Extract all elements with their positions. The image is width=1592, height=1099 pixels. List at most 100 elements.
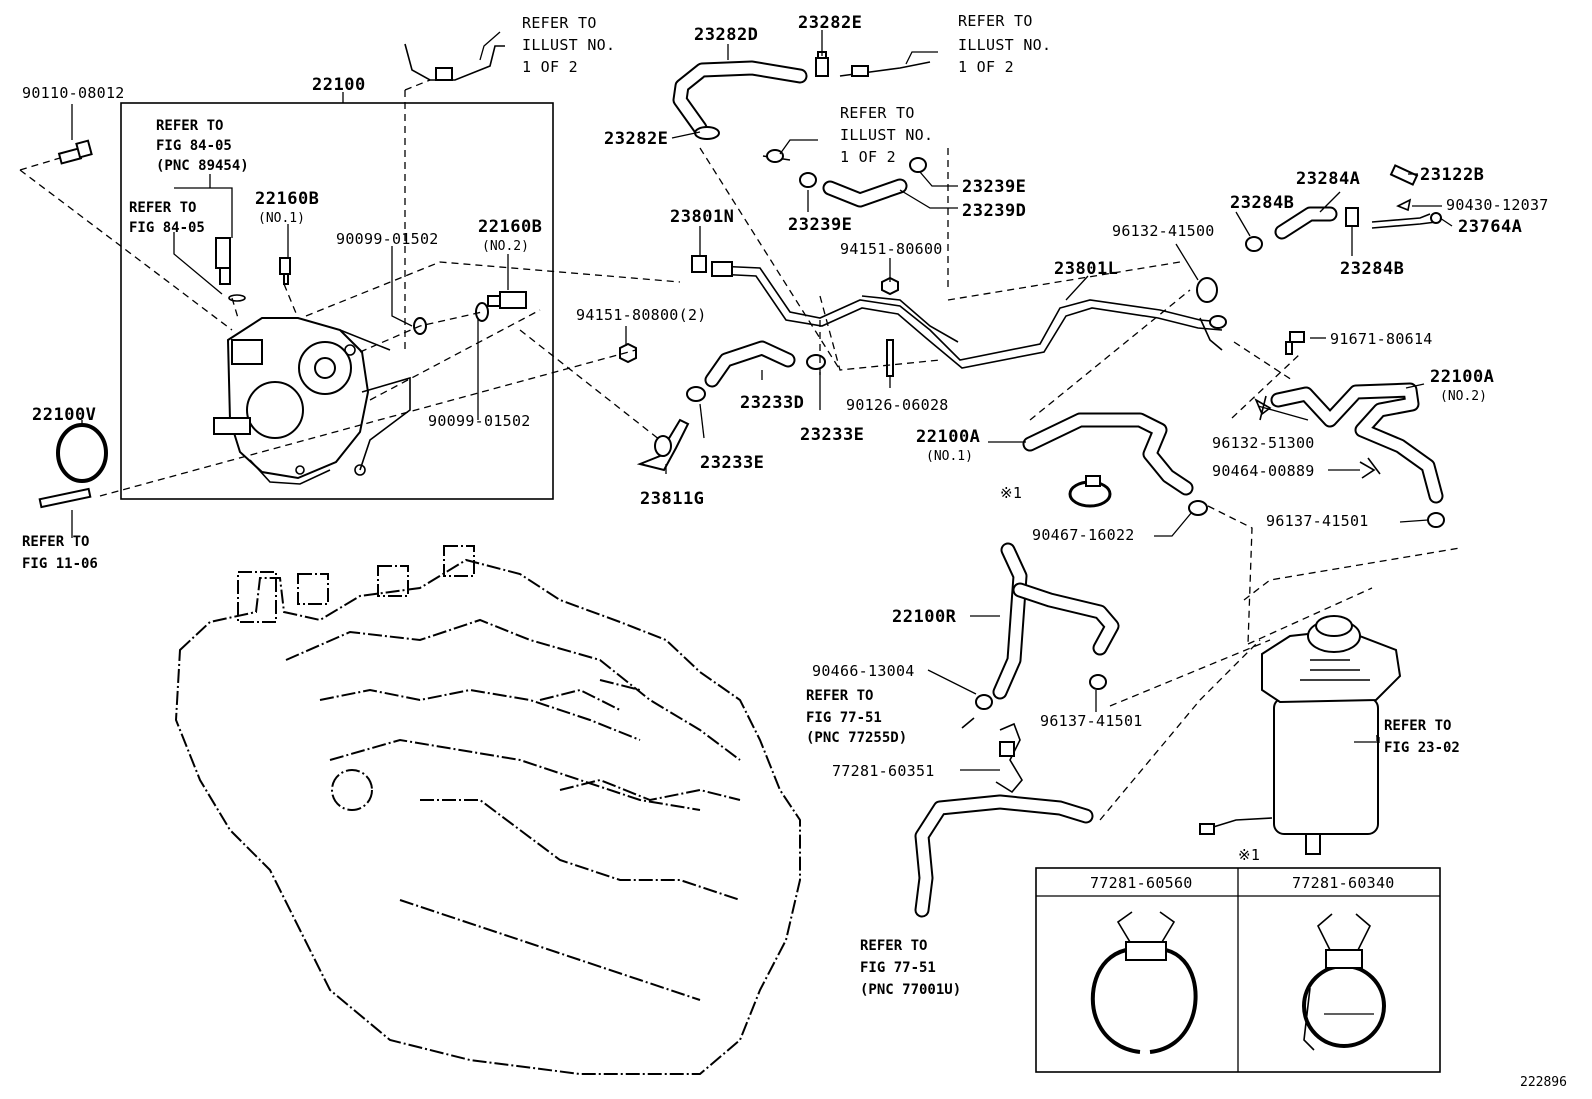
pipe-23764a — [1371, 212, 1442, 229]
label-23282e-top: 23282E — [798, 13, 862, 33]
ref-fig7751b-3: (PNC 77001U) — [860, 982, 961, 998]
ref-illust-top-left-2: ILLUST NO. — [522, 36, 615, 54]
ref-fig7751a-1: REFER TO — [806, 688, 873, 704]
mark-1: ※1 — [1000, 484, 1022, 502]
hose-22100a-no2 — [1270, 382, 1444, 504]
ref-fig7751b-1: REFER TO — [860, 938, 927, 954]
ref-fig2302-2: FIG 23-02 — [1384, 740, 1460, 756]
bolt-91671 — [1285, 331, 1305, 355]
stud-bolt — [38, 487, 92, 509]
label-90099-b: 90099-01502 — [428, 412, 531, 430]
label-22160b-no2: 22160B — [478, 217, 542, 237]
clip-23801n — [691, 255, 707, 273]
valve-23122b — [1389, 164, 1419, 186]
nut-94151-80800 — [619, 342, 637, 364]
figure-number: 222896 — [1520, 1075, 1567, 1090]
label-23122b: 23122B — [1420, 165, 1484, 185]
clamp-23233e-right — [806, 354, 826, 370]
ref-fig1106-1: REFER TO — [22, 534, 89, 550]
ref-fig8405-2: FIG 84-05 — [129, 220, 205, 236]
hose-23233d — [704, 340, 796, 388]
pressure-sensor — [215, 237, 246, 302]
label-90467: 90467-16022 — [1032, 526, 1135, 544]
label-23239d: 23239D — [962, 201, 1026, 221]
gasket-90099-b — [475, 302, 489, 322]
stud-90126 — [886, 339, 894, 377]
label-23284a: 23284A — [1296, 169, 1360, 189]
clamp-96137-mid — [1089, 674, 1107, 690]
clamp-23284b-top — [1245, 236, 1263, 252]
label-91671: 91671-80614 — [1330, 330, 1433, 348]
label-23801l: 23801L — [1054, 259, 1118, 279]
label-94151-80800: 94151-80800(2) — [576, 306, 707, 324]
clamp-77281-60340 — [1302, 964, 1386, 1048]
engine-block — [174, 545, 801, 1075]
clamp-90466 — [975, 694, 993, 710]
label-23233d: 23233D — [740, 393, 804, 413]
ref-fig7751a-3: (PNC 77255D) — [806, 730, 907, 746]
label-23284b-top: 23284B — [1230, 193, 1294, 213]
clip-77281-60351 — [995, 722, 1023, 794]
ref-illust-top-left-3: 1 OF 2 — [522, 58, 578, 76]
hose-22100a-no1 — [1022, 412, 1194, 496]
ref-fig8405-pnc-3: (PNC 89454) — [156, 158, 249, 174]
hose-22100r — [992, 542, 1120, 700]
label-90110: 90110-08012 — [22, 84, 125, 102]
ref-fig8405-pnc-2: FIG 84-05 — [156, 138, 232, 154]
inset-col1-header: 77281-60560 — [1090, 874, 1193, 892]
label-23239e-right: 23239E — [962, 177, 1026, 197]
label-96137-right: 96137-41501 — [1266, 512, 1369, 530]
clip-90464 — [1359, 457, 1381, 479]
clamp-77281-60560 — [1090, 948, 1198, 1054]
label-90464: 90464-00889 — [1212, 462, 1315, 480]
ref-fig1106-2: FIG 11-06 — [22, 556, 98, 572]
ref-illust-top-right-1: REFER TO — [958, 12, 1033, 30]
label-23811g: 23811G — [640, 489, 704, 509]
label-94151-80600: 94151-80600 — [840, 240, 943, 258]
mark-1-box: ※1 — [1238, 846, 1260, 864]
clamp-90467 — [1188, 500, 1208, 516]
ref-fig7751b-2: FIG 77-51 — [860, 960, 936, 976]
label-23233e-left: 23233E — [700, 453, 764, 473]
clamp-96132-41500 — [1196, 277, 1218, 303]
clip-90430 — [1396, 198, 1412, 212]
hose-lower — [914, 794, 1094, 918]
hose-23282d — [672, 60, 808, 136]
label-96132-41500: 96132-41500 — [1112, 222, 1215, 240]
fuel-filter — [1199, 615, 1402, 855]
ref-illust-top-right-3: 1 OF 2 — [958, 58, 1014, 76]
label-22160b-no1-sub: (NO.1) — [258, 211, 305, 226]
ref-fig8405-pnc-1: REFER TO — [156, 118, 223, 134]
label-22100a-no1-sub: (NO.1) — [926, 449, 973, 464]
bolt-22160b-no1 — [279, 257, 291, 285]
label-22100r: 22100R — [892, 607, 957, 627]
ref-illust-top-right-2: ILLUST NO. — [958, 36, 1051, 54]
label-22100a-no1: 22100A — [916, 427, 980, 447]
ref-illust-mid-3: 1 OF 2 — [840, 148, 896, 166]
label-22100a-no2: 22100A — [1430, 367, 1494, 387]
label-23764a: 23764A — [1458, 217, 1522, 237]
inset-col2-header: 77281-60340 — [1292, 874, 1395, 892]
label-22100: 22100 — [312, 75, 366, 95]
clamp-23233e-left — [686, 386, 706, 402]
ref-fig7751a-2: FIG 77-51 — [806, 710, 882, 726]
label-23284b-bot: 23284B — [1340, 259, 1404, 279]
label-23282e-left: 23282E — [604, 129, 668, 149]
ref-fig2302-1: REFER TO — [1384, 718, 1451, 734]
clamp-23284b-bot — [1345, 207, 1359, 227]
label-90430: 90430-12037 — [1446, 196, 1549, 214]
label-23282d: 23282D — [694, 25, 758, 45]
label-96132-51300: 96132-51300 — [1212, 434, 1315, 452]
clamp-23239e-left — [799, 172, 817, 188]
label-90466: 90466-13004 — [812, 662, 915, 680]
hose-23239d — [822, 178, 908, 208]
ref-illust-mid-1: REFER TO — [840, 104, 915, 122]
label-23801n: 23801N — [670, 207, 734, 227]
label-96137-mid: 96137-41501 — [1040, 712, 1143, 730]
label-23239e-left: 23239E — [788, 215, 852, 235]
pump-assembly-box — [120, 102, 554, 500]
clamp-inset-table — [1035, 867, 1441, 1073]
hose-23284a — [1274, 206, 1338, 240]
fuel-pipe-23801l — [711, 261, 1223, 369]
